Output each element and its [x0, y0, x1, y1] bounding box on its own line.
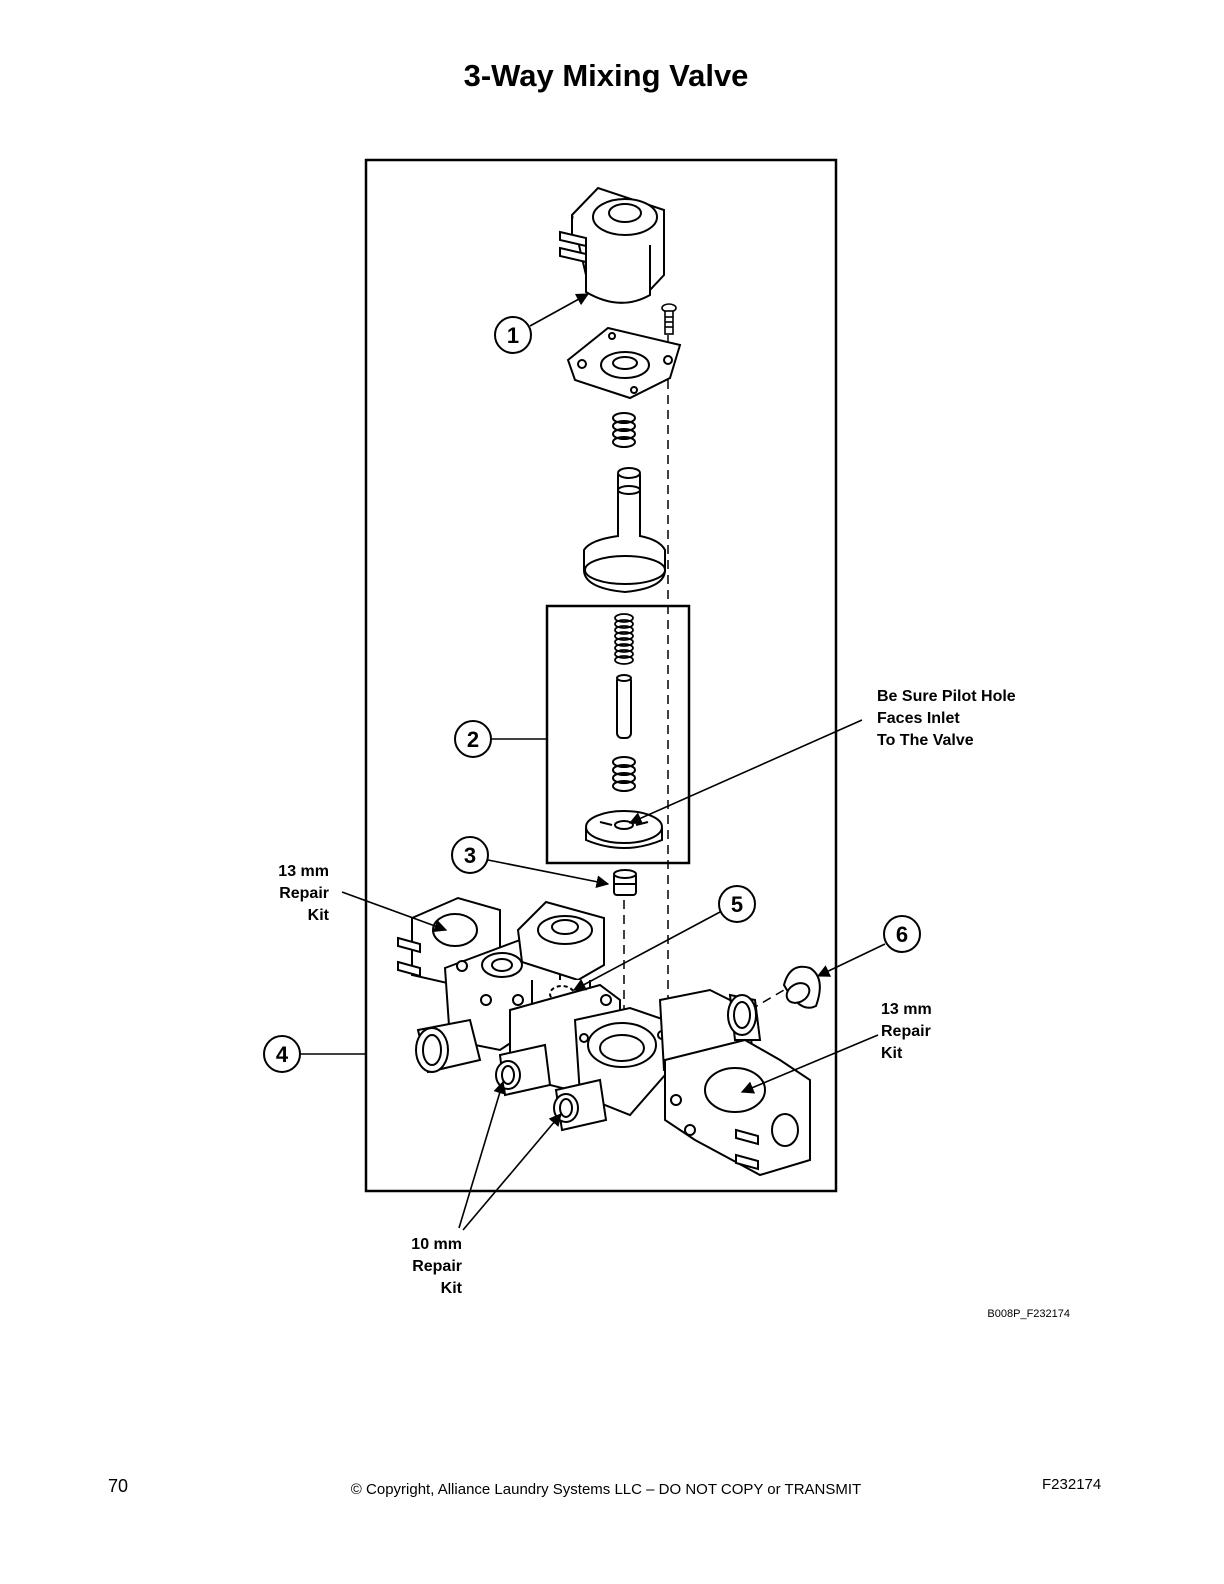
- bonnet: [566, 326, 682, 400]
- valve-body: [397, 896, 811, 1177]
- screw: [661, 303, 677, 335]
- solenoid-coil: [559, 186, 665, 304]
- repair-13-right-note: 13 mm Repair Kit: [881, 1001, 932, 1062]
- repair-10-line-1: 10 mm: [411, 1236, 462, 1253]
- repair-13-left-line-2: Repair: [279, 885, 329, 902]
- page-number: 70: [108, 1476, 129, 1496]
- kit-short-spring: [612, 756, 636, 792]
- repair-13-left-line-3: Kit: [308, 907, 330, 924]
- callout-3-label: 3: [464, 843, 476, 868]
- callout-2-label: 2: [467, 727, 479, 752]
- repair-13-right-leader: [740, 1034, 879, 1094]
- pilot-hole-line-1: Be Sure Pilot Hole: [877, 688, 1016, 705]
- diaphragm: [585, 810, 663, 849]
- callout-2: 2: [454, 720, 547, 758]
- callout-1: 1: [494, 293, 590, 354]
- repair-13-left-leader: [341, 891, 448, 933]
- repair-13-right-line-2: Repair: [881, 1023, 931, 1040]
- kit-pin: [616, 674, 632, 739]
- callout-3: 3: [451, 836, 610, 889]
- callout-6-label: 6: [896, 922, 908, 947]
- document-number: F232174: [1042, 1476, 1102, 1493]
- callout-5: 5: [572, 885, 756, 991]
- repair-10-line-3: Kit: [441, 1280, 463, 1297]
- diagram-frame: [364, 158, 838, 1193]
- pilot-hole-leader: [628, 719, 863, 825]
- callout-4: 4: [263, 1035, 366, 1073]
- copyright-notice: © Copyright, Alliance Laundry Systems LL…: [350, 1481, 862, 1498]
- kit-box: [545, 604, 691, 865]
- repair-10-leader-b: [462, 1113, 562, 1231]
- callout-1-label: 1: [507, 323, 519, 348]
- upper-spring: [612, 412, 636, 448]
- repair-13-right-line-1: 13 mm: [881, 1001, 932, 1018]
- repair-13-left-line-1: 13 mm: [278, 863, 329, 880]
- pilot-hole-line-2: Faces Inlet: [877, 710, 960, 727]
- kit-long-spring: [614, 613, 634, 665]
- repair-10-line-2: Repair: [412, 1258, 462, 1275]
- plug: [613, 869, 637, 896]
- callout-4-label: 4: [276, 1042, 289, 1067]
- repair-13-right-line-3: Kit: [881, 1045, 903, 1062]
- repair-13-left-note: 13 mm Repair Kit: [278, 863, 329, 924]
- callout-6: 6: [816, 915, 921, 977]
- pilot-hole-note: Be Sure Pilot Hole Faces Inlet To The Va…: [877, 688, 1016, 749]
- plunger-stem: [583, 467, 666, 594]
- pilot-hole-line-3: To The Valve: [877, 732, 974, 749]
- repair-10-leader-a: [458, 1080, 506, 1229]
- page-title: 3-Way Mixing Valve: [463, 58, 749, 93]
- cap: [782, 965, 821, 1009]
- figure-id: B008P_F232174: [987, 1308, 1070, 1320]
- callout-5-label: 5: [731, 892, 743, 917]
- repair-10-note: 10 mm Repair Kit: [411, 1236, 462, 1297]
